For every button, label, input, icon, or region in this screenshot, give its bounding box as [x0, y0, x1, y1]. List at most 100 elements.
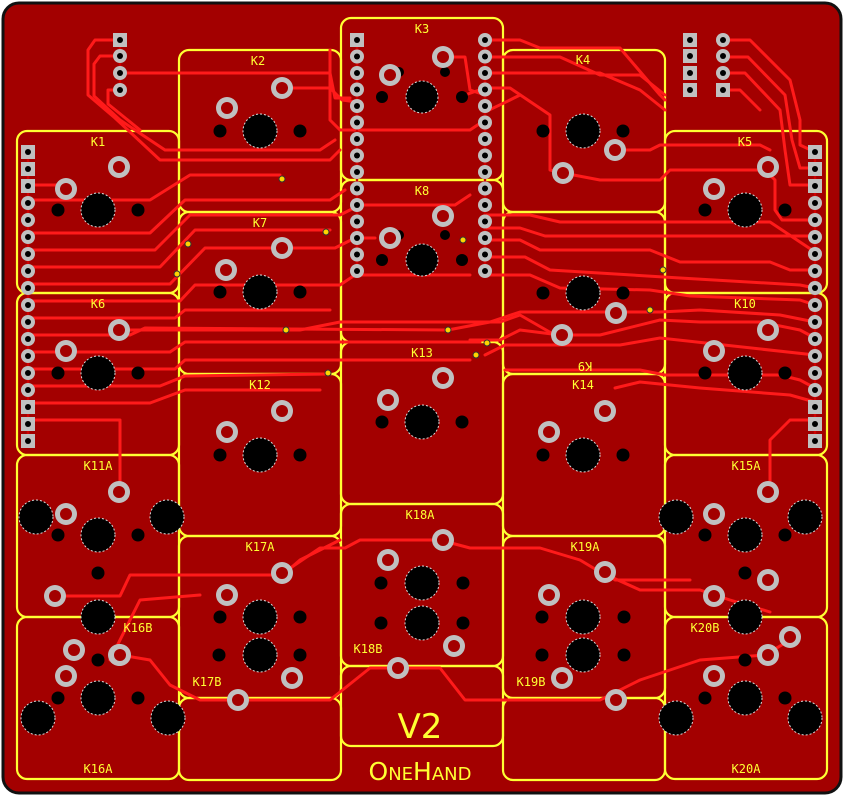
header-pin-hole [812, 149, 818, 155]
header-pin-hole [812, 336, 818, 342]
mount-hole [131, 366, 145, 380]
pad-hole [220, 264, 232, 276]
label-k9: K9 [578, 359, 592, 373]
header-pin-hole [812, 217, 818, 223]
label-k6: K6 [91, 297, 105, 311]
trace [488, 308, 817, 324]
mount-hole [242, 113, 278, 149]
mount-hole [293, 610, 307, 624]
header-pin-hole [25, 200, 31, 206]
trace [503, 368, 817, 390]
header-pin-hole [354, 37, 360, 43]
trace [483, 273, 817, 307]
mount-hole [131, 691, 145, 705]
mount-hole [778, 203, 792, 217]
trace [483, 226, 817, 238]
header-pin-hole [25, 438, 31, 444]
header-pin-hole [25, 404, 31, 410]
label-k12: K12 [249, 378, 271, 392]
mount-hole [20, 700, 56, 736]
header-pin-hole [354, 185, 360, 192]
trace [613, 143, 772, 152]
switch-footprint [20, 644, 186, 736]
trace [86, 38, 342, 162]
pad-hole [599, 405, 611, 417]
mount-hole [698, 203, 712, 217]
header-pin-hole [25, 234, 31, 240]
header-pin-hole [720, 87, 726, 93]
switch-footprint [18, 481, 185, 553]
pad-hole [556, 672, 568, 684]
via [173, 270, 181, 278]
header-pin-hole [354, 103, 360, 109]
header-pin-hole [482, 202, 488, 208]
label-k5: K5 [738, 135, 752, 149]
pad-hole [609, 144, 621, 156]
mount-hole [376, 91, 388, 103]
trace [721, 71, 817, 187]
label-k10: K10 [734, 297, 756, 311]
headers [21, 33, 822, 448]
header-pin-hole [812, 302, 818, 308]
header-pin-hole [812, 251, 818, 257]
mount-hole [617, 610, 631, 624]
mount-hole [658, 700, 694, 736]
mount-hole [242, 274, 278, 310]
pad-hole [610, 694, 622, 706]
mount-hole [18, 499, 54, 535]
trace [236, 653, 767, 702]
trace [328, 48, 490, 132]
pad-hole [60, 508, 72, 520]
mount-hole [456, 616, 470, 630]
trace [118, 653, 240, 702]
vias [173, 175, 667, 377]
switch-footprint [375, 367, 469, 440]
switch-footprint [658, 481, 823, 553]
mount-hole [242, 437, 278, 473]
mount-hole [565, 437, 601, 473]
pad-hole [762, 649, 774, 661]
pad-hole [276, 405, 288, 417]
header-pin-hole [25, 217, 31, 223]
label-k4: K4 [576, 53, 590, 67]
header-pin-hole [687, 87, 693, 93]
header-pin-hole [482, 251, 488, 258]
pad-hole [448, 640, 460, 652]
mount-hole [778, 528, 792, 542]
via [659, 266, 667, 274]
mount-hole [698, 691, 712, 705]
pad-hole [113, 486, 125, 498]
via [459, 236, 467, 244]
via [483, 339, 491, 347]
switch-footprint [51, 319, 145, 391]
header-pin-hole [354, 136, 360, 142]
header-pin-hole [482, 185, 488, 192]
header-pin-hole [812, 234, 818, 240]
mount-hole [440, 230, 450, 240]
mount-hole [404, 404, 440, 440]
label-k3: K3 [415, 22, 429, 36]
header-pin-hole [812, 166, 818, 172]
mount-hole [565, 113, 601, 149]
trace [483, 55, 667, 97]
mount-hole [727, 355, 763, 391]
mount-hole [536, 286, 550, 300]
header-pin-hole [482, 119, 488, 126]
mount-hole [565, 599, 601, 635]
header-pin-hole [25, 353, 31, 359]
switch-footprint [698, 156, 792, 228]
mount-hole [376, 254, 388, 266]
mount-hole [565, 275, 601, 311]
mount-hole [149, 499, 185, 535]
pad-hole [113, 324, 125, 336]
header-pin-hole [354, 53, 360, 60]
pad-hole [784, 631, 796, 643]
header-pin-hole [354, 218, 360, 225]
mount-hole [727, 599, 763, 635]
via [472, 351, 480, 359]
pad-hole [392, 662, 404, 674]
label-k20a: K20A [732, 762, 762, 776]
label-k17a: K17A [246, 540, 276, 554]
mount-hole [698, 528, 712, 542]
